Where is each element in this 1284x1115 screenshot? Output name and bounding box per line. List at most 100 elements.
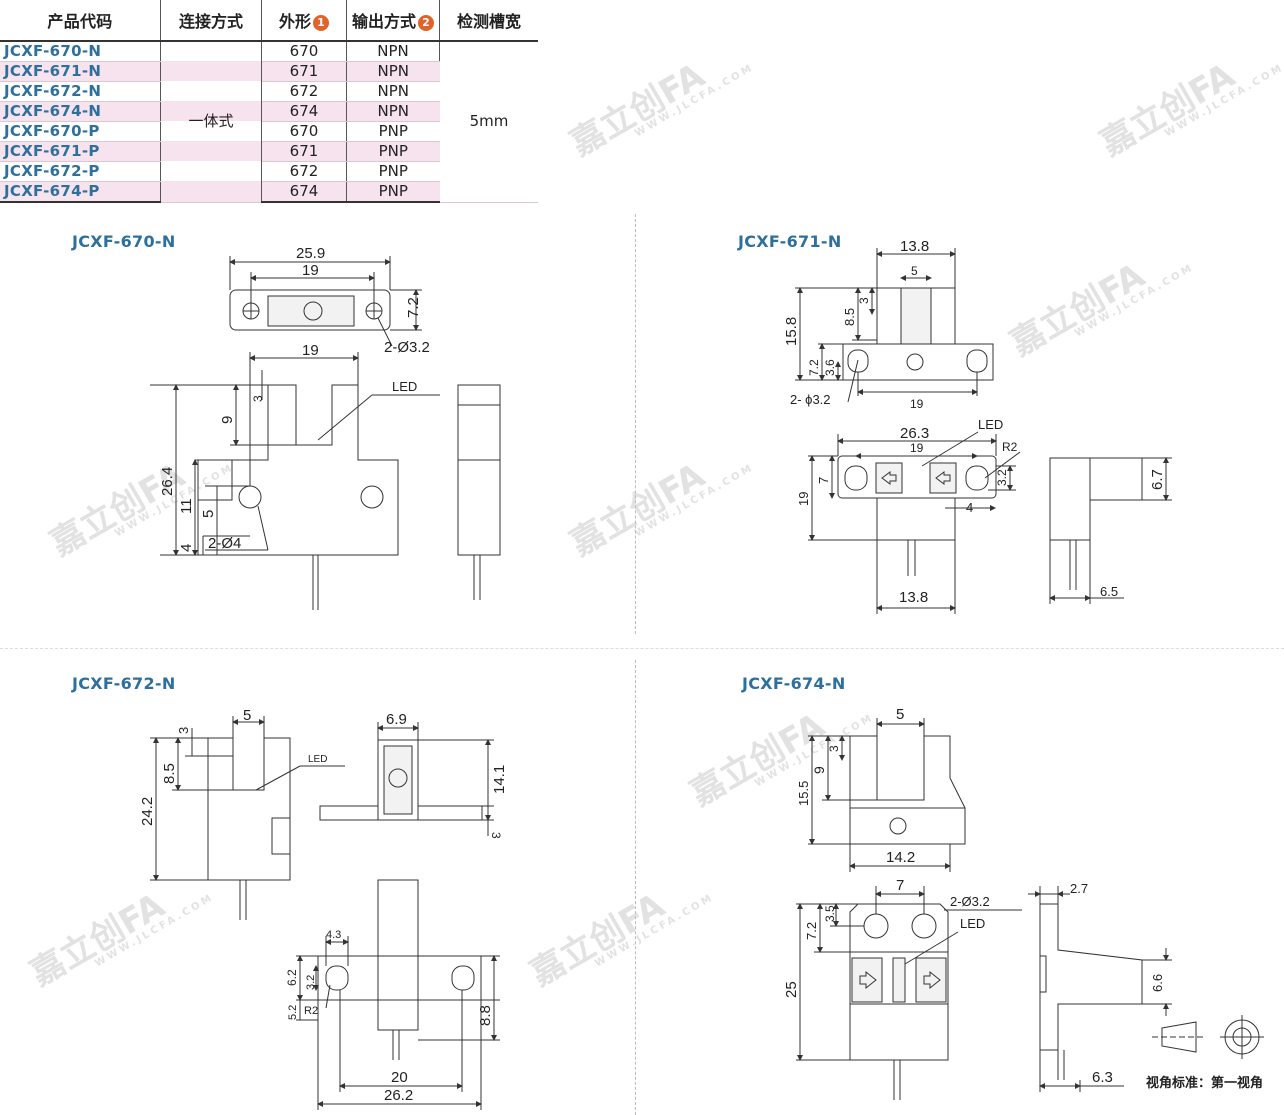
dim-label: 15.5 xyxy=(796,781,811,806)
header-shape-label: 外形 xyxy=(278,12,311,31)
dim-label: 2.7 xyxy=(1070,881,1088,896)
slot-cell: 5mm xyxy=(439,41,538,203)
section-divider xyxy=(635,214,636,634)
table-row: JCXF-674-N 674 NPN xyxy=(0,101,538,122)
dim-label: 7.2 xyxy=(405,297,422,318)
shape-cell: 671 xyxy=(261,141,347,162)
drawing-title-670: JCXF-670-N xyxy=(72,232,176,251)
shape-cell: 670 xyxy=(261,121,347,142)
d674-top-view xyxy=(808,718,966,872)
dim-label: 25 xyxy=(783,981,800,998)
product-code: JCXF-672-N xyxy=(0,81,161,102)
table-row: JCXF-671-N 671 NPN xyxy=(0,61,538,82)
d671-front-view xyxy=(808,431,1021,614)
dim-label: 19 xyxy=(910,441,924,455)
dim-label: 3.5 xyxy=(823,905,837,922)
product-code: JCXF-671-N xyxy=(0,61,161,82)
table-row: JCXF-670-N 一体式 670 NPN 5mm xyxy=(0,41,538,203)
output-cell: PNP xyxy=(346,161,440,182)
dim-label: 6.2 xyxy=(285,969,299,986)
dim-label: 13.8 xyxy=(899,589,928,606)
section-divider xyxy=(0,648,1284,649)
output-cell: NPN xyxy=(346,41,440,62)
header-code: 产品代码 xyxy=(0,0,161,42)
dim-label: 5 xyxy=(200,510,217,518)
first-angle-projection-icon xyxy=(1152,1015,1264,1059)
dim-label: R2 xyxy=(1002,440,1018,454)
output-cell: PNP xyxy=(346,181,440,203)
dim-label: 3 xyxy=(489,832,503,839)
shape-note-badge: 1 xyxy=(313,15,329,31)
dim-label: 3.2 xyxy=(995,469,1009,486)
dim-label: 2- ϕ3.2 xyxy=(790,392,831,407)
dim-label: 7.2 xyxy=(807,359,821,376)
dim-label: 26.2 xyxy=(384,1087,413,1104)
output-cell: PNP xyxy=(346,121,440,142)
product-code: JCXF-670-P xyxy=(0,121,161,142)
shape-cell: 674 xyxy=(261,101,347,122)
shape-cell: 674 xyxy=(261,181,347,203)
projection-standard-label: 视角标准：第一视角 xyxy=(1146,1076,1264,1091)
table-row: JCXF-671-P 671 PNP xyxy=(0,141,538,162)
dim-label: 14.1 xyxy=(491,765,508,794)
dim-label: 7.2 xyxy=(804,922,819,940)
dim-label: 5 xyxy=(911,264,918,278)
dim-label: 8.8 xyxy=(477,1005,494,1026)
dim-label: 5 xyxy=(243,707,251,724)
dim-label: 4 xyxy=(966,500,973,515)
dim-label: 2-Ø3.2 xyxy=(384,339,430,356)
dim-label: R2 xyxy=(304,1005,318,1017)
header-output-label: 输出方式 xyxy=(351,12,416,31)
led-label: LED xyxy=(960,916,985,931)
product-code: JCXF-670-N xyxy=(0,41,161,62)
dim-label: 15.8 xyxy=(783,317,800,346)
dim-label: 9 xyxy=(219,416,236,424)
drawing-title-671: JCXF-671-N xyxy=(738,232,842,251)
dim-label: 6.7 xyxy=(1149,469,1166,490)
output-note-badge: 2 xyxy=(418,15,434,31)
dim-label: 20 xyxy=(391,1069,408,1086)
product-code: JCXF-672-P xyxy=(0,161,161,182)
led-label: LED xyxy=(392,379,417,394)
dim-label: 3 xyxy=(827,745,841,752)
dim-label: 5.2 xyxy=(287,1005,299,1020)
dim-label: 6.9 xyxy=(386,711,407,728)
d672-front-view xyxy=(319,722,494,836)
table-row: JCXF-672-P 672 PNP xyxy=(0,161,538,182)
dim-label: 3.6 xyxy=(823,359,837,376)
dim-label: 3 xyxy=(857,297,871,304)
d670-side-view xyxy=(457,384,501,600)
led-label: LED xyxy=(978,417,1003,432)
shape-cell: 672 xyxy=(261,161,347,182)
dim-label: 3 xyxy=(251,395,265,402)
dim-label: 19 xyxy=(302,342,319,359)
dim-label: 2-Ø4 xyxy=(208,535,241,552)
dim-label: 4 xyxy=(178,544,195,552)
dim-label: 25.9 xyxy=(296,245,325,262)
dim-label: 7 xyxy=(896,877,904,894)
dim-label: 8.5 xyxy=(161,763,178,784)
dim-label: 6.6 xyxy=(1150,974,1165,992)
output-cell: NPN xyxy=(346,61,440,82)
d671-top-view xyxy=(795,248,994,403)
dim-label: 19 xyxy=(910,397,924,411)
dim-label: 19 xyxy=(796,492,811,506)
drawing-title-672: JCXF-672-N xyxy=(72,674,176,693)
product-code: JCXF-674-N xyxy=(0,101,161,122)
dim-label: 3.2 xyxy=(305,975,317,990)
output-cell: NPN xyxy=(346,81,440,102)
d674-front-view xyxy=(796,886,1022,1100)
dim-label: 3 xyxy=(176,727,191,734)
table-row: JCXF-672-N 672 NPN xyxy=(0,81,538,102)
dim-label: 24.2 xyxy=(139,797,156,826)
dim-label: 19 xyxy=(302,262,319,279)
output-cell: NPN xyxy=(346,101,440,122)
dim-label: 13.8 xyxy=(900,238,929,255)
dim-label: 9 xyxy=(811,766,827,774)
dim-label: 6.3 xyxy=(1092,1069,1113,1086)
d672-side-view xyxy=(150,716,345,920)
dim-label: 7 xyxy=(816,477,831,484)
